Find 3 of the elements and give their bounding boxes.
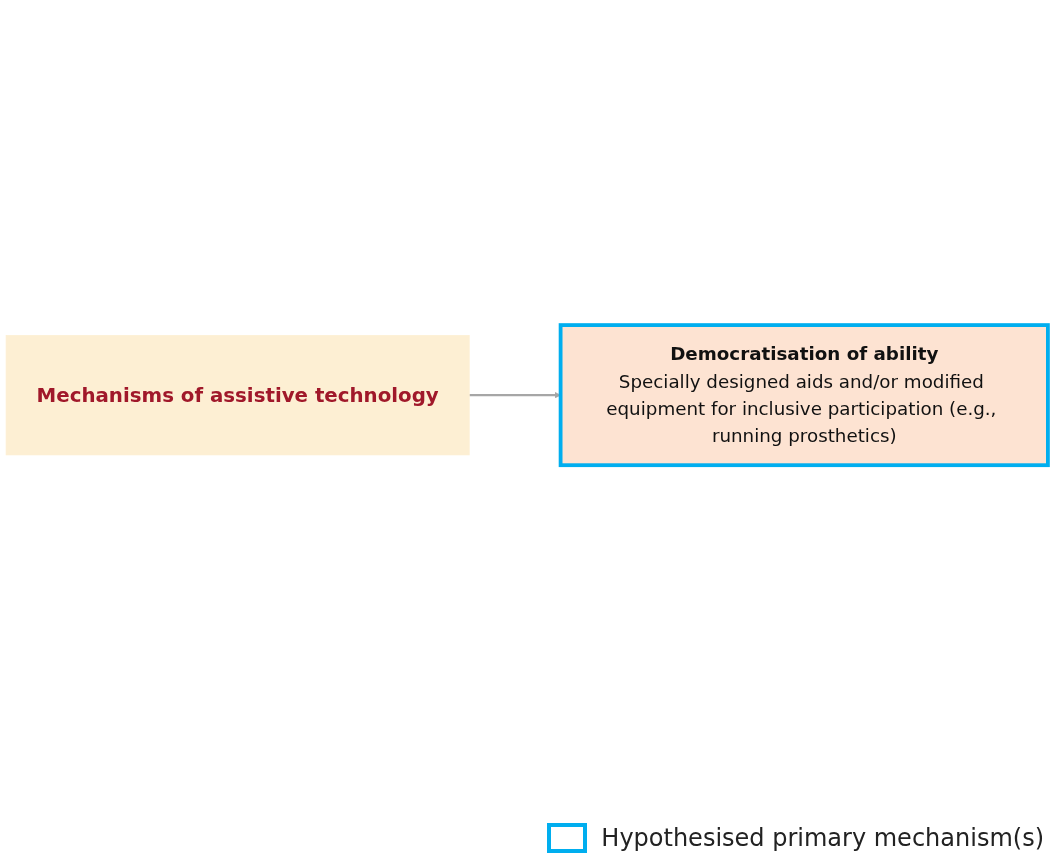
- node-box: Democratisation of ability Specially designed aids and/or modified equipment for inclusive participation (e.g., running prosthetics): [558, 323, 1050, 467]
- node-box: Mechanisms of assistive technology: [5, 334, 470, 456]
- legend-text: Hypothesised primary mechanism(s): [601, 824, 1044, 852]
